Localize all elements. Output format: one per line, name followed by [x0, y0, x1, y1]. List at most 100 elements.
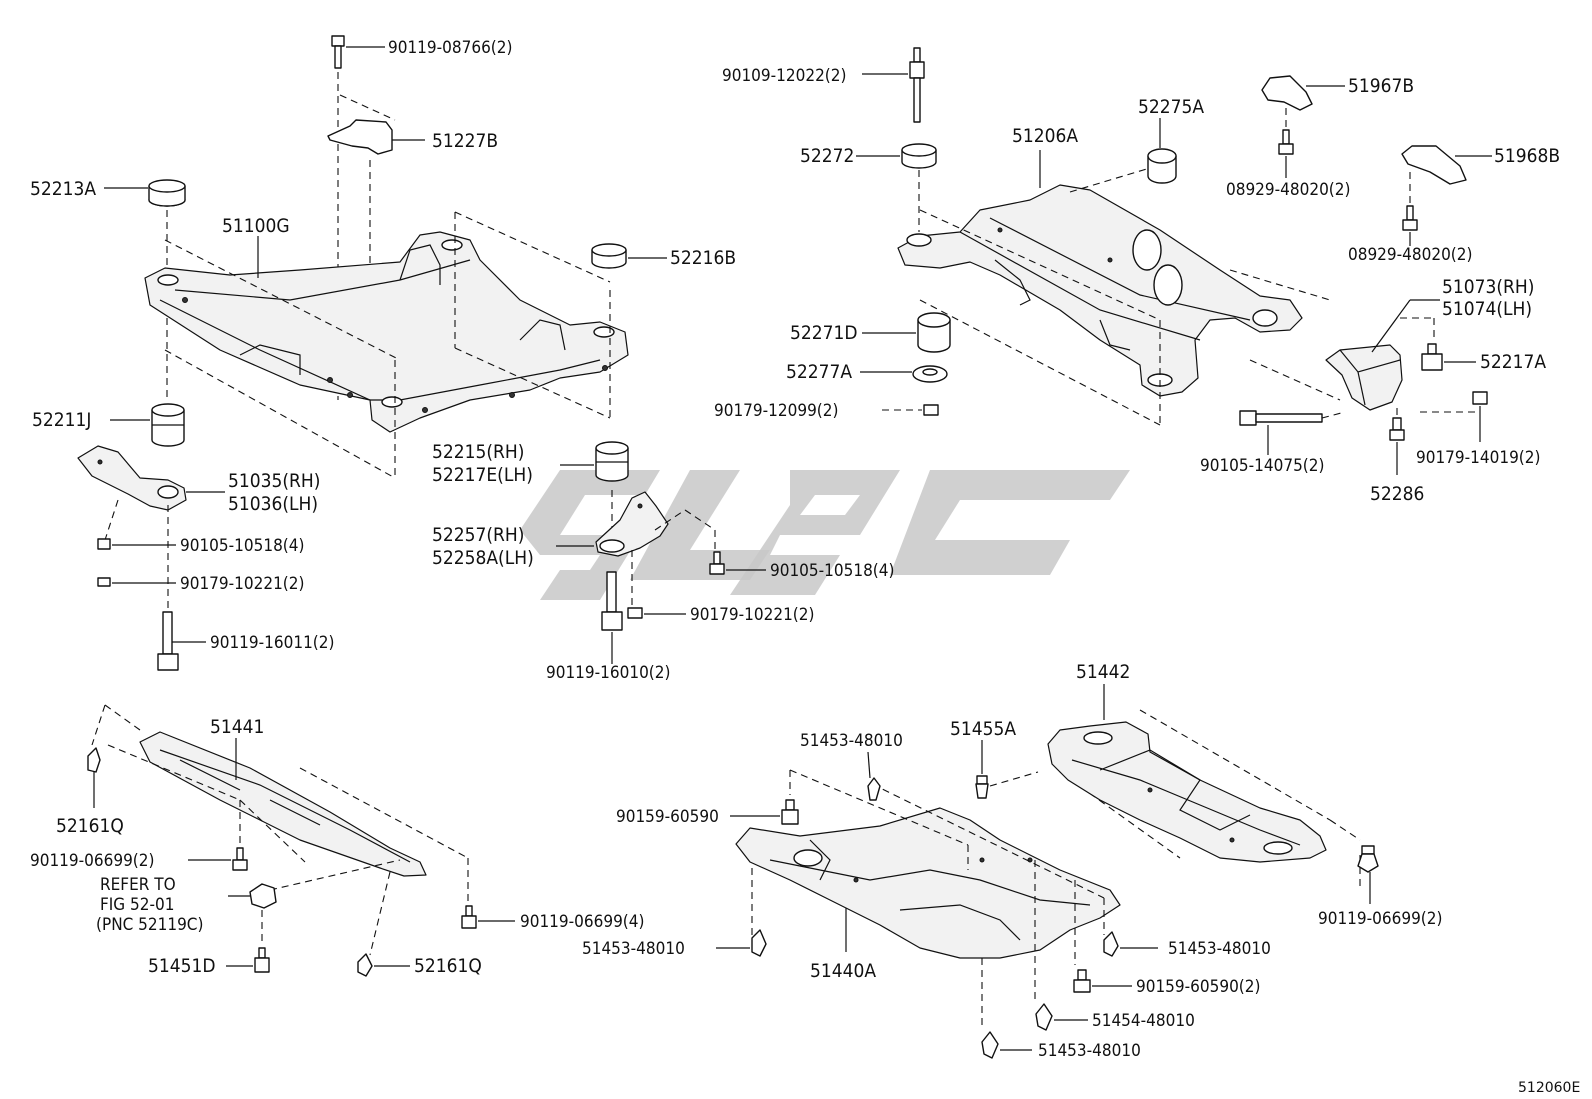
cushion-icon — [595, 441, 629, 482]
screw-icon — [461, 905, 477, 929]
label-90159-60590: 90159-60590 — [616, 807, 719, 827]
bolt-icon — [1389, 417, 1405, 441]
label-52216b: 52216B — [670, 247, 736, 269]
bracket-51227b-icon — [327, 119, 393, 155]
label-52271d: 52271D — [790, 322, 858, 344]
bolt-icon — [601, 571, 623, 631]
label-90159-60590-two: 90159-60590(2) — [1136, 977, 1260, 997]
label-51453-48010-right: 51453-48010 — [1168, 939, 1271, 959]
bolt-icon — [331, 35, 345, 69]
bolt-icon — [1402, 205, 1418, 231]
rear-subframe-group — [856, 47, 1492, 475]
label-51442: 51442 — [1076, 661, 1130, 683]
label-51035-rh: 51035(RH) — [228, 470, 320, 492]
cushion-icon — [148, 179, 186, 207]
label-52277a: 52277A — [786, 361, 852, 383]
clip-icon — [87, 747, 101, 773]
label-51206a: 51206A — [1012, 125, 1078, 147]
label-51455a: 51455A — [950, 718, 1016, 740]
bracket-51967b-icon — [1261, 75, 1313, 111]
cover-51442-icon — [1047, 721, 1327, 863]
label-90179-10221-right: 90179-10221(2) — [690, 605, 814, 625]
clip-icon — [249, 883, 277, 909]
stud-icon — [909, 47, 925, 123]
label-51967b: 51967B — [1348, 75, 1414, 97]
screw-icon — [232, 847, 248, 871]
clip-icon — [751, 929, 767, 957]
diagram-id: 512060E — [1518, 1080, 1580, 1096]
label-90179-14019: 90179-14019(2) — [1416, 448, 1540, 468]
label-51073-rh: 51073(RH) — [1442, 276, 1534, 298]
label-51100g: 51100G — [222, 215, 290, 237]
label-90119-06699-left: 90119-06699(2) — [30, 851, 154, 871]
label-90119-06699-four: 90119-06699(4) — [520, 912, 644, 932]
label-51454-48010: 51454-48010 — [1092, 1011, 1195, 1031]
member-51206a-icon — [897, 184, 1303, 397]
cushion-icon — [151, 403, 185, 447]
bolt-icon — [1278, 129, 1294, 155]
label-51441: 51441 — [210, 716, 264, 738]
clip-icon — [867, 777, 881, 801]
nut-icon — [1472, 391, 1488, 405]
label-90119-16011: 90119-16011(2) — [210, 633, 334, 653]
label-90119-16010: 90119-16010(2) — [546, 663, 670, 683]
front-subframe-group — [77, 35, 766, 671]
stopper-icon — [595, 491, 669, 557]
label-90179-12099: 90179-12099(2) — [714, 401, 838, 421]
bolt-icon — [157, 611, 179, 671]
cushion-icon — [917, 312, 951, 353]
label-52272: 52272 — [800, 145, 854, 167]
label-08929-48020-b: 08929-48020(2) — [1348, 245, 1472, 265]
label-51453-48010-bottom: 51453-48010 — [1038, 1041, 1141, 1061]
label-51453-48010-left: 51453-48010 — [582, 939, 685, 959]
label-pnc-52119c: (PNC 52119C) — [96, 915, 203, 935]
label-fig-52-01: FIG 52-01 — [100, 895, 174, 915]
bracket-51968b-icon — [1401, 145, 1467, 185]
label-52257-rh: 52257(RH) — [432, 524, 524, 546]
nut-icon — [923, 404, 939, 416]
stopper-icon — [912, 365, 948, 383]
label-90105-10518-left: 90105-10518(4) — [180, 536, 304, 556]
clip-icon — [1103, 931, 1119, 957]
label-refer-to: REFER TO — [100, 875, 176, 895]
nut-icon — [97, 577, 111, 587]
bolt-icon — [97, 538, 111, 550]
label-90119-06699-rear: 90119-06699(2) — [1318, 909, 1442, 929]
label-90105-14075: 90105-14075(2) — [1200, 456, 1324, 476]
label-52215-rh: 52215(RH) — [432, 441, 524, 463]
label-08929-48020-a: 08929-48020(2) — [1226, 180, 1350, 200]
label-90105-10518-right: 90105-10518(4) — [770, 561, 894, 581]
brace-icon — [77, 445, 187, 511]
label-52161q-bottom: 52161Q — [414, 955, 482, 977]
label-90109-12022: 90109-12022(2) — [722, 66, 846, 86]
label-51440a: 51440A — [810, 960, 876, 982]
support-icon — [1325, 344, 1403, 411]
label-51451d: 51451D — [148, 955, 216, 977]
label-52258a-lh: 52258A(LH) — [432, 547, 534, 569]
under-covers-group — [87, 684, 1379, 1059]
clip-icon — [1035, 1003, 1053, 1031]
nut-icon — [627, 607, 643, 619]
label-52217e-lh: 52217E(LH) — [432, 464, 533, 486]
label-52213a: 52213A — [30, 178, 96, 200]
label-52161q-left: 52161Q — [56, 815, 124, 837]
bolt-icon — [709, 551, 725, 575]
label-52211j: 52211J — [32, 409, 91, 431]
watermark-logo — [520, 470, 1130, 600]
label-51036-lh: 51036(LH) — [228, 493, 318, 515]
screw-icon — [781, 799, 799, 825]
label-52286: 52286 — [1370, 483, 1424, 505]
label-52217a: 52217A — [1480, 351, 1546, 373]
cover-51440a-icon — [735, 807, 1121, 959]
cushion-icon — [901, 143, 937, 169]
clip-icon — [975, 775, 989, 799]
cushion-icon — [1421, 343, 1443, 371]
cushion-icon — [591, 243, 627, 269]
screw-icon — [1357, 845, 1379, 873]
label-51453-48010-top: 51453-48010 — [800, 731, 903, 751]
crossmember-51100g-icon — [144, 231, 629, 433]
cover-51441-icon — [139, 731, 427, 877]
screw-icon — [1073, 969, 1091, 993]
